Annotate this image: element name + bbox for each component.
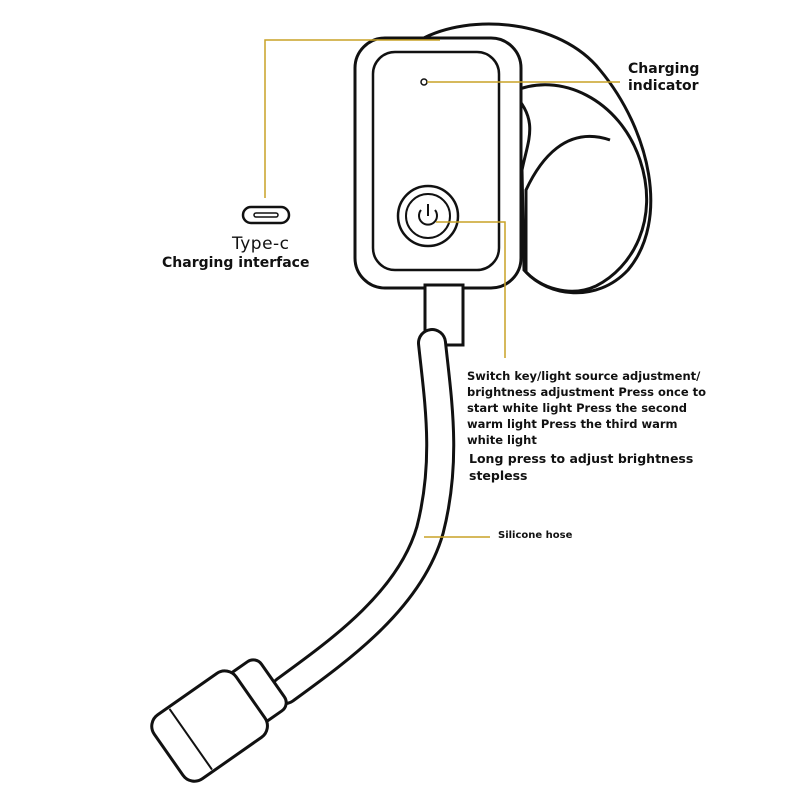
ear-hook (419, 22, 653, 295)
silicone-hose-label: Silicone hose (498, 530, 573, 541)
ear-hook-inner (509, 83, 649, 293)
leader-charging-interface (264, 39, 440, 198)
leader-switch-key (436, 221, 506, 358)
long-press-description: Long press to adjust brightness stepless (469, 451, 694, 483)
switch-key-description: Switch key/light source adjustment/ brig… (467, 369, 707, 447)
leader-lines (264, 39, 620, 538)
silicone-hose-fill (273, 331, 453, 702)
charging-interface-label: Charging interface (162, 255, 310, 271)
power-icon (396, 184, 460, 248)
charging-indicator-dot (420, 78, 428, 86)
lamp-head (150, 658, 288, 783)
charging-indicator-label: Charging indicator (628, 61, 700, 94)
typec-label: Type-c (232, 234, 290, 254)
